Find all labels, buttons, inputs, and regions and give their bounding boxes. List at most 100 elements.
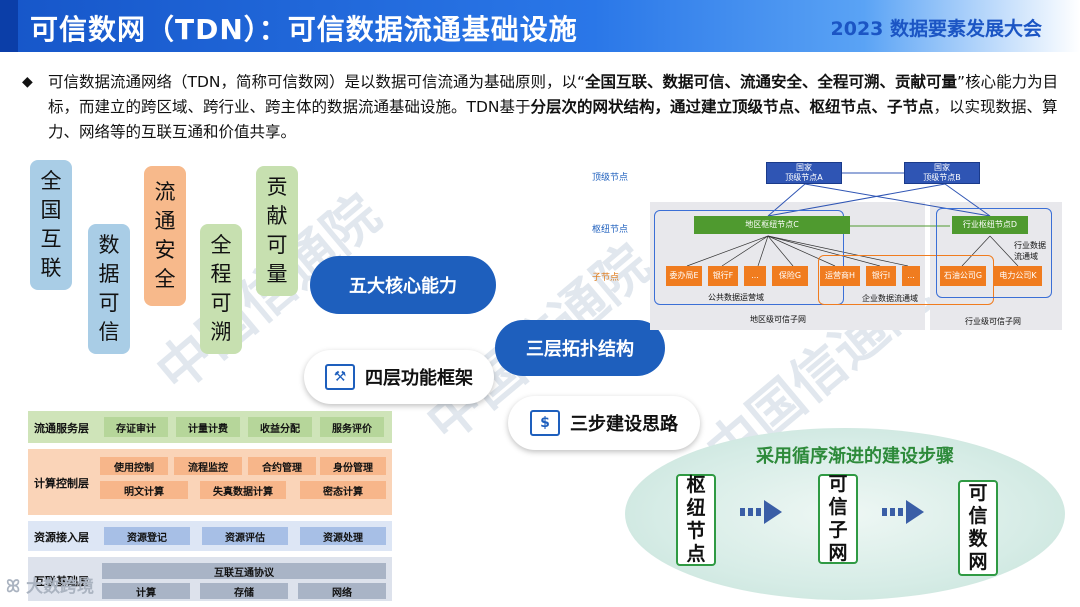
- layer-cell: 互联互通协议: [102, 563, 386, 579]
- layer-compute: 计算控制层 使用控制 流程监控 合约管理 身份管理 明文计算 失真数据计算 密态…: [28, 449, 392, 515]
- intro-text-2: ”核心能力为目标，而建立的跨区域、跨行业、跨主体的数据流通基础设施。TDN基于: [48, 73, 1059, 116]
- vertical-char: 互: [40, 227, 62, 251]
- layer-title: 资源接入层: [34, 531, 89, 544]
- vertical-char: 枢: [686, 474, 706, 496]
- layer-title: 计算控制层: [34, 477, 89, 490]
- top-node-b: 国家 顶级节点B: [904, 162, 980, 184]
- framework-label: 四层功能框架: [365, 368, 473, 389]
- layer-title: 流通服务层: [34, 422, 89, 435]
- topology-bubble: 三层拓扑结构: [495, 320, 665, 376]
- vertical-char: 网: [828, 542, 848, 564]
- layer-cell: 使用控制: [100, 457, 168, 475]
- intro-bold-1: 全国互联、数据可信、流通安全、全程可溯、贡献可量: [585, 73, 958, 91]
- intro-text-1: 可信数据流通网络（TDN，简称可信数网）是以数据可信流通为基础原则，以“: [48, 73, 586, 91]
- vertical-char: 程: [210, 262, 232, 286]
- step-box: 可信数网: [958, 480, 998, 576]
- public-domain-label: 公共数据运营域: [708, 293, 764, 302]
- capability-column: 流通安全: [144, 166, 186, 306]
- layer-cell: 服务评价: [320, 417, 384, 437]
- sub-node: 石油公司G: [940, 266, 986, 286]
- industry-domain-border: [936, 208, 1052, 298]
- vertical-char: 国: [40, 198, 62, 222]
- top-node-a: 国家 顶级节点A: [766, 162, 842, 184]
- vertical-char: 可: [266, 233, 288, 257]
- layer-cell: 存储: [200, 583, 288, 599]
- public-domain-border: [654, 210, 844, 305]
- vertical-char: 可: [968, 482, 988, 504]
- step-box: 可信子网: [818, 473, 858, 564]
- vertical-char: 量: [266, 262, 288, 286]
- logo-icon: ꕤ: [6, 577, 27, 597]
- layer-cell: 资源处理: [300, 527, 386, 545]
- sub-node: ...: [902, 266, 920, 286]
- roadmap-icon: $: [530, 410, 560, 436]
- vertical-char: 安: [154, 238, 176, 262]
- vertical-char: 信: [98, 320, 120, 344]
- hub-node-c: 地区枢纽节点C: [694, 216, 850, 234]
- vertical-char: 可: [210, 291, 232, 315]
- steps-title: 采用循序渐进的建设步骤: [756, 446, 954, 467]
- vertical-char: 网: [968, 551, 988, 573]
- roadmap-bubble: $ 三步建设思路: [508, 396, 700, 450]
- sub-node: 电力公司K: [994, 266, 1042, 286]
- layer-resource: 资源接入层 资源登记 资源评估 资源处理: [28, 521, 392, 551]
- vertical-char: 信: [828, 496, 848, 518]
- page-title: 可信数网（TDN）：可信数据流通基础设施: [30, 13, 578, 46]
- vertical-char: 节: [686, 520, 706, 542]
- arrow-icon: [740, 500, 782, 524]
- intro-paragraph: ◆ 可信数据流通网络（TDN，简称可信数网）是以数据可信流通为基础原则，以“全国…: [22, 70, 1067, 145]
- vertical-char: 通: [154, 209, 176, 233]
- conference-name: 2023 数据要素发展大会: [830, 18, 1043, 40]
- intro-text-3: ，以实现数据、算力、网络等的互联互通和价值共享。: [48, 98, 1058, 141]
- region-subnet-label: 地区级可信子网: [750, 315, 806, 324]
- vertical-char: 信: [968, 505, 988, 527]
- vertical-char: 全: [40, 169, 62, 193]
- layer-cell: 计量计费: [176, 417, 240, 437]
- enterprise-domain-border: [818, 255, 994, 305]
- vertical-char: 全: [210, 233, 232, 257]
- capability-column: 数据可信: [88, 224, 130, 354]
- sub-node: 委办局E: [666, 266, 702, 286]
- layer-title: 互联基础层: [34, 575, 89, 588]
- arrow-icon: [882, 500, 924, 524]
- level-hub-label: 枢纽节点: [592, 225, 629, 235]
- sub-node: ...: [744, 266, 766, 286]
- framework-icon: ⚒: [325, 364, 355, 390]
- hub-node-d: 行业枢纽节点D: [952, 216, 1028, 234]
- level-sub-label: 子节点: [592, 273, 620, 283]
- layer-cell: 身份管理: [320, 457, 386, 475]
- sub-node: 银行I: [866, 266, 896, 286]
- layer-cell: 合约管理: [248, 457, 316, 475]
- header-banner: 可信数网（TDN）：可信数据流通基础设施 2023 数据要素发展大会: [0, 0, 1080, 52]
- vertical-char: 联: [40, 256, 62, 280]
- vertical-char: 可: [98, 291, 120, 315]
- four-layer-framework: 流通服务层 存证审计 计量计费 收益分配 服务评价 计算控制层 使用控制 流程监…: [28, 411, 392, 601]
- intro-bold-2: 分层次的网状结构，通过建立顶级节点、枢纽节点、子节点: [530, 98, 934, 116]
- vertical-char: 献: [266, 204, 288, 228]
- sub-node: 运营商H: [820, 266, 860, 286]
- sub-node: 银行F: [708, 266, 738, 286]
- framework-bubble: ⚒ 四层功能框架: [304, 350, 494, 404]
- level-top-label: 顶级节点: [592, 173, 629, 183]
- vertical-char: 可: [828, 473, 848, 495]
- layer-service: 流通服务层 存证审计 计量计费 收益分配 服务评价: [28, 411, 392, 443]
- industry-domain-label: 行业数据 流通域: [1014, 241, 1046, 261]
- layer-infrastructure: 互联基础层 互联互通协议 计算 存储 网络: [28, 557, 392, 601]
- vertical-char: 流: [154, 180, 176, 204]
- vertical-char: 数: [968, 528, 988, 550]
- brand-logo: ꕤ 大数跨境: [6, 572, 94, 597]
- vertical-char: 子: [828, 519, 848, 541]
- layer-cell: 明文计算: [100, 481, 188, 499]
- header-accent-bar: [0, 0, 18, 52]
- layer-cell: 失真数据计算: [200, 481, 286, 499]
- layer-cell: 密态计算: [300, 481, 386, 499]
- logo-text: 大数跨境: [26, 577, 95, 597]
- layer-cell: 资源评估: [202, 527, 288, 545]
- step-box: 枢纽节点: [676, 474, 716, 566]
- layer-cell: 收益分配: [248, 417, 312, 437]
- layer-cell: 资源登记: [104, 527, 190, 545]
- bullet-icon: ◆: [22, 74, 33, 90]
- capability-column: 全国互联: [30, 160, 72, 290]
- layer-cell: 网络: [298, 583, 386, 599]
- capability-column: 贡献可量: [256, 166, 298, 296]
